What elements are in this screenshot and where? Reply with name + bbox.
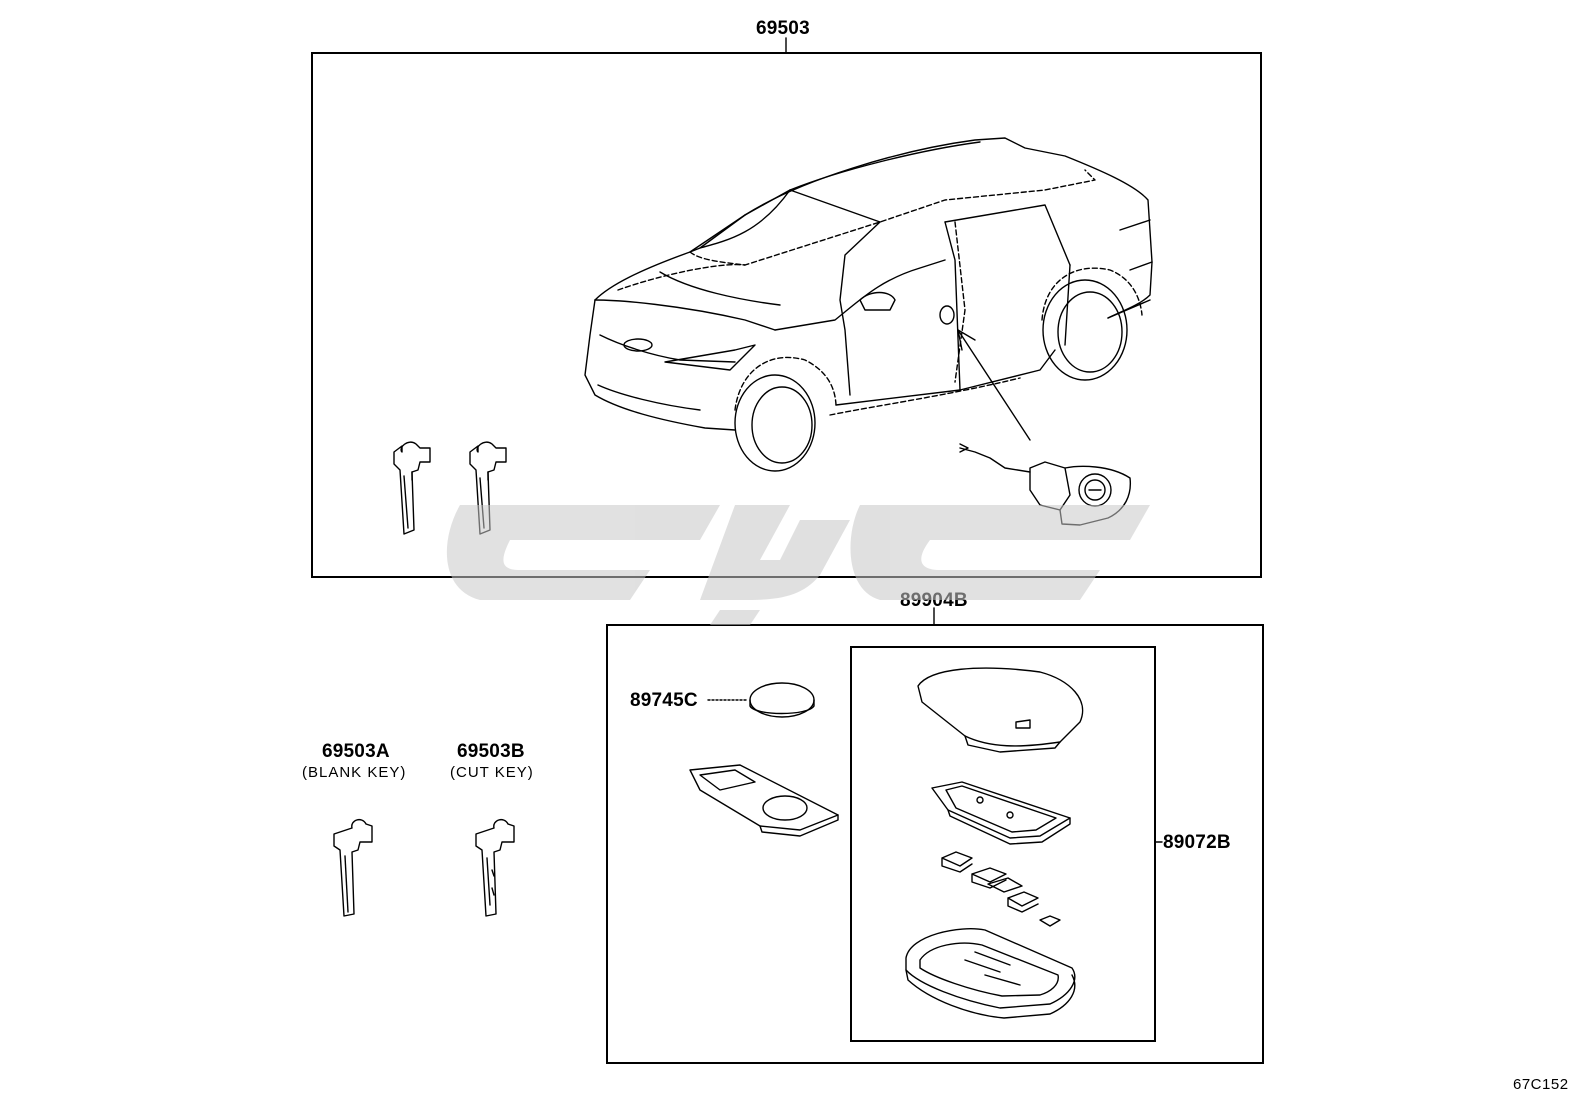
housing-cover [917,667,1084,753]
car-illustration [584,137,1153,472]
part-label-69503a[interactable]: 69503A [322,741,390,762]
part-label-69503[interactable]: 69503 [756,18,810,39]
button-pads [941,851,1061,927]
key-in-box-1 [393,441,431,535]
door-lock-cylinder [959,443,1132,526]
cut-key-illustration [475,818,515,917]
battery-coin-cell [749,682,815,718]
housing-frame [931,781,1071,845]
housing-base [905,928,1076,1019]
part-note-cut-key: (CUT KEY) [450,764,534,781]
transmitter-set-box [606,624,1264,1064]
transmitter-housing-box [850,646,1156,1042]
circuit-board [689,764,839,837]
part-label-89072b[interactable]: 89072B [1163,832,1231,853]
diagram-reference-code: 67C152 [1513,1076,1569,1093]
part-label-69503b[interactable]: 69503B [457,741,525,762]
part-note-blank-key: (BLANK KEY) [302,764,407,781]
blank-key-illustration [333,818,373,917]
watermark-logo [446,505,1150,625]
part-label-89745c[interactable]: 89745C [630,690,698,711]
